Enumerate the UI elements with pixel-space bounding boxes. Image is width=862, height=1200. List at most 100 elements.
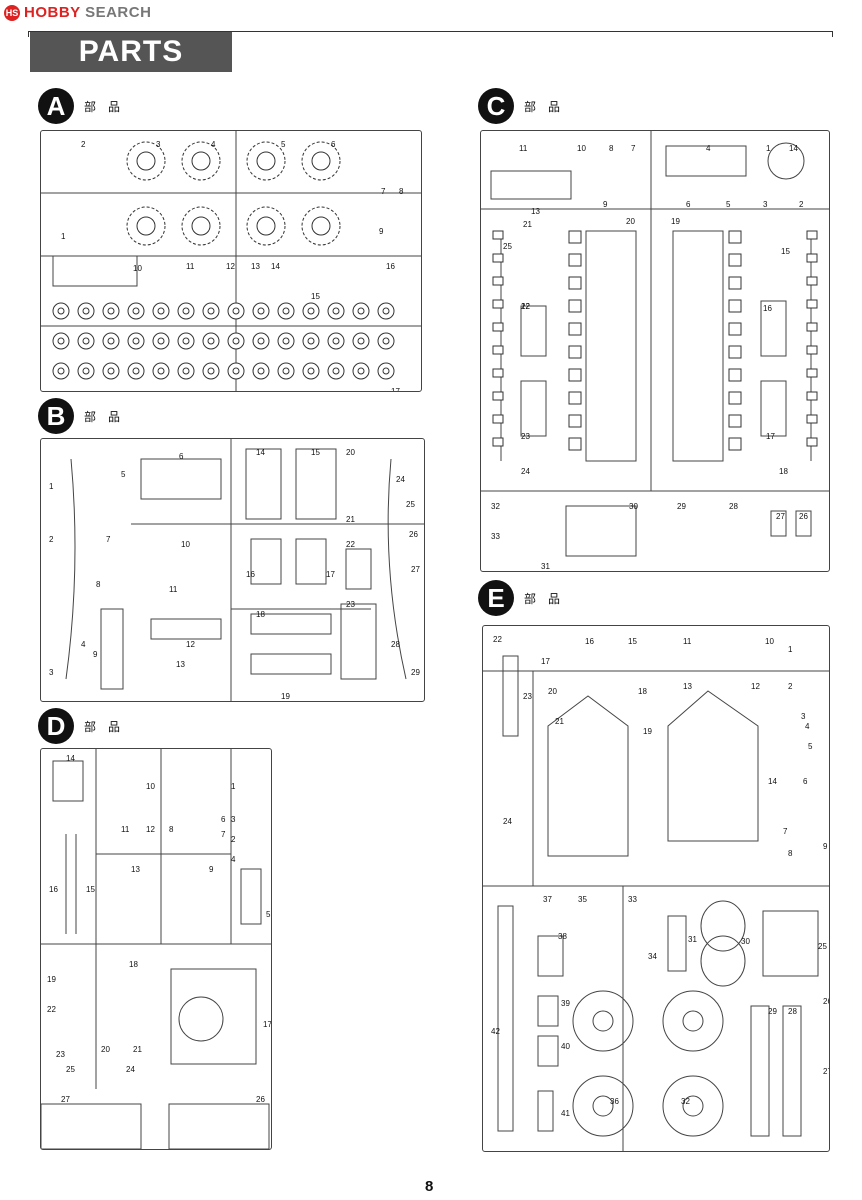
section-label-b: 部品: [84, 409, 133, 424]
logo-text-search: SEARCH: [85, 4, 152, 21]
part-number-b-15: 15: [311, 448, 320, 457]
part-number-a-11: 11: [186, 262, 195, 271]
part-number-e-11: 11: [683, 637, 692, 646]
part-number-c-26: 26: [799, 512, 808, 521]
part-number-b-12: 12: [186, 640, 195, 649]
part-number-b-26: 26: [409, 530, 418, 539]
part-number-e-6: 6: [803, 777, 808, 786]
part-number-a-12: 12: [226, 262, 235, 271]
part-number-c-20: 20: [626, 217, 635, 226]
part-number-e-3: 3: [801, 712, 806, 721]
part-number-c-28: 28: [729, 502, 738, 511]
part-number-a-10: 10: [133, 264, 142, 273]
part-number-b-10: 10: [181, 540, 190, 549]
header-rule-left: [28, 31, 29, 37]
part-number-e-36: 36: [610, 1097, 619, 1106]
part-number-c-12: 12: [521, 302, 530, 311]
part-number-c-13: 13: [531, 207, 540, 216]
part-number-b-16: 16: [246, 570, 255, 579]
part-number-d-26: 26: [256, 1095, 265, 1104]
part-number-e-26: 26: [823, 997, 829, 1006]
part-number-a-5: 5: [281, 140, 286, 149]
part-number-b-18: 18: [256, 610, 265, 619]
part-number-b-20: 20: [346, 448, 355, 457]
part-number-c-31: 31: [541, 562, 550, 571]
part-number-e-20: 20: [548, 687, 557, 696]
section-header-c: C 部品: [478, 88, 572, 124]
part-number-e-4: 4: [805, 722, 810, 731]
section-label-d: 部品: [84, 719, 133, 734]
part-number-b-4: 4: [81, 640, 86, 649]
part-number-e-22: 22: [493, 635, 502, 644]
part-number-d-9: 9: [209, 865, 214, 874]
part-number-e-7: 7: [783, 827, 788, 836]
page-title: PARTS: [30, 32, 232, 72]
part-number-b-5: 5: [121, 470, 126, 479]
part-number-e-10: 10: [765, 637, 774, 646]
part-number-e-9: 9: [823, 842, 828, 851]
part-number-c-16: 16: [763, 304, 772, 313]
section-header-d: D 部品: [38, 708, 132, 744]
logo-mark: HS: [4, 4, 20, 21]
part-number-c-29: 29: [677, 502, 686, 511]
part-number-c-22: 22: [521, 302, 530, 311]
section-label-c: 部品: [524, 99, 573, 114]
part-number-c-3: 3: [763, 200, 768, 209]
sprue-e-drawing: 1234567891011121314151617181920212223242…: [483, 635, 829, 1151]
part-number-c-19: 19: [671, 217, 680, 226]
part-number-e-21: 21: [555, 717, 564, 726]
part-number-e-42: 42: [491, 1027, 500, 1036]
part-number-b-25: 25: [406, 500, 415, 509]
part-number-c-15: 15: [781, 247, 790, 256]
part-number-e-15: 15: [628, 637, 637, 646]
logo-text-hobby: HOBBY: [24, 4, 81, 21]
part-number-d-15: 15: [86, 885, 95, 894]
part-number-b-13: 13: [176, 660, 185, 669]
part-number-b-27: 27: [411, 565, 420, 574]
part-number-c-33: 33: [491, 532, 500, 541]
section-header-b: B 部品: [38, 398, 132, 434]
part-number-d-6: 6: [221, 815, 226, 824]
section-letter-e: E: [478, 580, 514, 616]
part-number-e-28: 28: [788, 1007, 797, 1016]
part-number-c-5: 5: [726, 200, 731, 209]
watermark-bar: HS HOBBY SEARCH: [0, 0, 862, 28]
part-number-c-25: 25: [503, 242, 512, 251]
part-number-c-24: 24: [521, 467, 530, 476]
header-rule: [28, 31, 832, 32]
part-number-e-8: 8: [788, 849, 793, 858]
part-number-d-14: 14: [66, 754, 75, 763]
part-number-e-1: 1: [788, 645, 793, 654]
part-number-e-17: 17: [541, 657, 550, 666]
part-number-e-14: 14: [768, 777, 777, 786]
part-number-e-32: 32: [681, 1097, 690, 1106]
part-number-c-27: 27: [776, 512, 785, 521]
part-number-c-1: 1: [766, 144, 771, 153]
part-number-d-10: 10: [146, 782, 155, 791]
part-number-d-11: 11: [121, 825, 130, 834]
part-number-a-2: 2: [81, 140, 86, 149]
part-number-b-21: 21: [346, 515, 355, 524]
part-number-d-22: 22: [47, 1005, 56, 1014]
section-header-a: A 部品: [38, 88, 132, 124]
part-number-d-3: 3: [231, 815, 236, 824]
section-header-e: E 部品: [478, 580, 572, 616]
part-number-c-17: 17: [766, 432, 775, 441]
part-number-b-22: 22: [346, 540, 355, 549]
part-number-e-39: 39: [561, 999, 570, 1008]
page-number: 8: [425, 1178, 434, 1195]
sprue-c-drawing: 1234567891011121314151617181920212223242…: [481, 131, 829, 571]
part-number-d-24: 24: [126, 1065, 135, 1074]
part-number-c-14: 14: [789, 144, 798, 153]
part-number-e-18: 18: [638, 687, 647, 696]
part-number-c-23: 23: [521, 432, 530, 441]
part-number-d-20: 20: [101, 1045, 110, 1054]
part-number-d-2: 2: [231, 835, 236, 844]
part-number-e-35: 35: [578, 895, 587, 904]
